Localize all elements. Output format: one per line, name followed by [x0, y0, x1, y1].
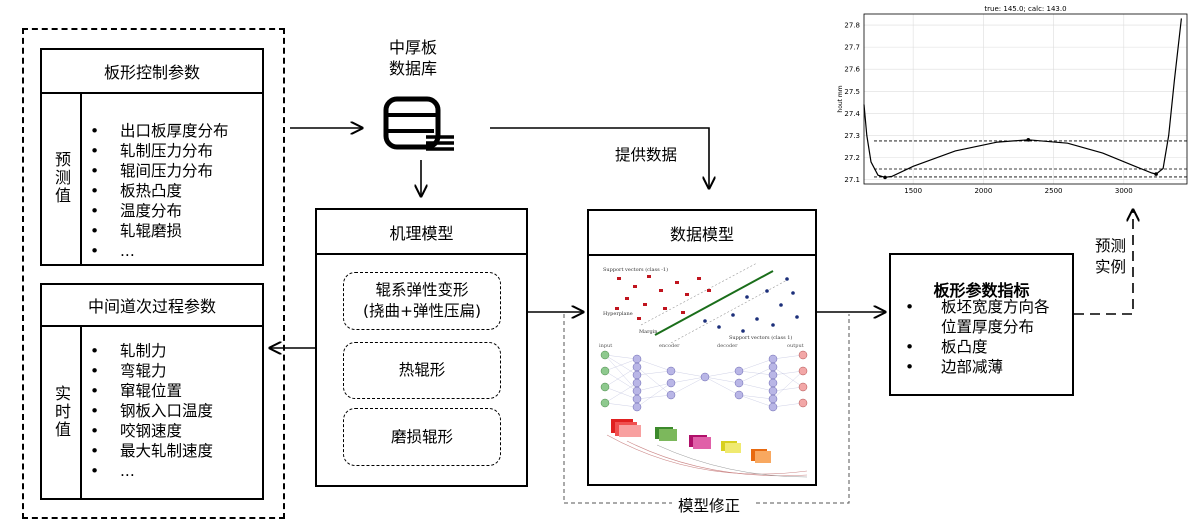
- plot-series-line: [863, 18, 1182, 179]
- plot-xtick-label: 2000: [974, 187, 992, 195]
- process-params-item: 弯辊力: [82, 361, 213, 381]
- plot-xtick-label: 3000: [1115, 187, 1133, 195]
- control-params-item: ...: [82, 241, 229, 261]
- shape-indicator-list: 板坯宽度方向各位置厚度分布板凸度边部减薄: [891, 297, 1050, 377]
- mechanism-model-box: 机理模型 辊系弹性变形(挠曲+弹性压扁) 热辊形 磨损辊形: [315, 208, 528, 487]
- plot-ytick-label: 27.7: [844, 44, 860, 52]
- thermal-roll-profile-node: 热辊形: [343, 342, 501, 399]
- model-correction-loop-right: [756, 314, 850, 504]
- plot-title: true: 145.0; calc: 143.0: [984, 5, 1066, 13]
- mechanism-model-title: 机理模型: [317, 210, 526, 255]
- process-params-item: ...: [82, 461, 213, 481]
- plot-ytick-label: 27.1: [844, 176, 860, 184]
- plot-frame: [863, 13, 1188, 185]
- process-params-item: 窜辊位置: [82, 381, 213, 401]
- roll-elastic-deformation-node: 辊系弹性变形(挠曲+弹性压扁): [343, 272, 501, 330]
- shape-indicator-box: 板形参数指标 板坯宽度方向各位置厚度分布板凸度边部减薄: [889, 253, 1074, 396]
- process-params-item: 咬钢速度: [82, 421, 213, 441]
- database-icon: [383, 96, 454, 151]
- process-params-item: 最大轧制速度: [82, 441, 213, 461]
- control-params-box: 板形控制参数 预测值 出口板厚度分布轧制压力分布辊间压力分布板热凸度温度分布轧辊…: [40, 48, 264, 266]
- input-params-group: [22, 28, 285, 519]
- plot-xtick-label: 2500: [1045, 187, 1063, 195]
- process-params-item: 钢板入口温度: [82, 401, 213, 421]
- shape-indicator-item: 板坯宽度方向各: [891, 297, 1050, 317]
- control-params-item: 温度分布: [82, 201, 229, 221]
- control-params-list: 出口板厚度分布轧制压力分布辊间压力分布板热凸度温度分布轧辊磨损...: [82, 121, 229, 261]
- plot-ylabel: hout mm: [837, 85, 844, 112]
- control-params-side-label: 预测值: [42, 92, 82, 264]
- process-params-list: 轧制力弯辊力窜辊位置钢板入口温度咬钢速度最大轧制速度...: [82, 341, 213, 481]
- svg-text:encoder: encoder: [659, 343, 680, 349]
- svg-text:decoder: decoder: [717, 343, 738, 349]
- plot-ytick-label: 27.2: [844, 154, 860, 162]
- plot-ytick-label: 27.3: [844, 132, 860, 140]
- process-params-title: 中间道次过程参数: [42, 285, 262, 327]
- process-params-side-label: 实时值: [42, 325, 82, 498]
- wear-roll-profile-node: 磨损辊形: [343, 408, 501, 466]
- predict-instance-label: 预测 实例: [1095, 237, 1127, 276]
- control-params-item: 轧制压力分布: [82, 141, 229, 161]
- thickness-profile-plot: true: 145.0; calc: 143.0 hout mm 27.8 27.7 2…: [837, 5, 1188, 195]
- process-params-item: 轧制力: [82, 341, 213, 361]
- database-label: 中厚板 数据库: [388, 38, 437, 78]
- svm-illustration: Support vectors (class -1) Hyperplane Ma…: [603, 263, 799, 343]
- plot-ytick-label: 27.5: [844, 88, 860, 96]
- arrow-indicator-to-plot: [1074, 210, 1133, 315]
- svg-text:Margin: Margin: [639, 329, 658, 335]
- svg-text:Hyperplane: Hyperplane: [603, 311, 633, 317]
- plot-ytick-label: 27.4: [844, 110, 860, 118]
- arrow-database-to-data-model: [490, 127, 709, 188]
- data-model-box: 数据模型 Support vectors (class -1) Hyperpla…: [587, 209, 817, 486]
- cnn-illustration: [606, 419, 808, 478]
- svg-text:Support vectors (class -1): Support vectors (class -1): [603, 266, 668, 273]
- shape-indicator-item: 板凸度: [891, 337, 1050, 357]
- control-params-item: 出口板厚度分布: [82, 121, 229, 141]
- model-correction-label: 模型修正: [678, 497, 741, 515]
- plot-marker-point: [1026, 138, 1031, 142]
- process-params-box: 中间道次过程参数 实时值 轧制力弯辊力窜辊位置钢板入口温度咬钢速度最大轧制速度.…: [40, 283, 264, 500]
- plot-xtick-label: 1500: [904, 187, 922, 195]
- svg-text:output: output: [787, 343, 804, 349]
- control-params-item: 轧辊磨损: [82, 221, 229, 241]
- plot-marker-point: [883, 175, 887, 180]
- plot-marker-point: [1154, 172, 1158, 176]
- plot-ytick-label: 27.8: [844, 22, 860, 30]
- svg-text:Support vectors (class 1): Support vectors (class 1): [729, 334, 792, 341]
- control-params-item: 板热凸度: [82, 181, 229, 201]
- provide-data-label: 提供数据: [615, 146, 678, 164]
- shape-indicator-title: 板形参数指标: [933, 281, 1030, 300]
- plot-ytick-label: 27.6: [844, 66, 860, 74]
- data-model-title: 数据模型: [589, 211, 815, 256]
- shape-indicator-item: 边部减薄: [891, 357, 1050, 377]
- neural-network-illustration: input encoder decoder output: [599, 343, 808, 412]
- model-correction-loop: [563, 314, 672, 504]
- svg-text:input: input: [599, 343, 612, 349]
- control-params-item: 辊间压力分布: [82, 161, 229, 181]
- shape-indicator-item: 位置厚度分布: [941, 318, 1035, 336]
- control-params-title: 板形控制参数: [42, 50, 262, 94]
